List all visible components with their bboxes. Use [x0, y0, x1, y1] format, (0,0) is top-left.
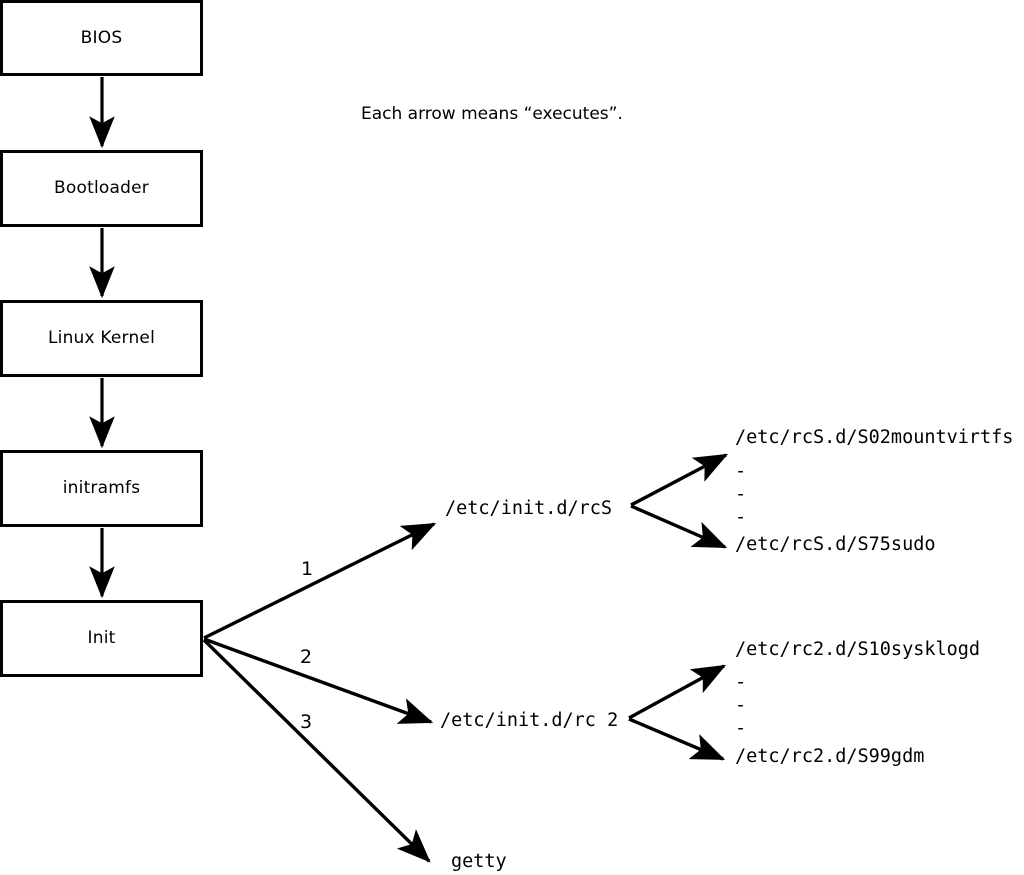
arrow-init-to-getty [202, 638, 431, 863]
ellipsis-dash-rc2-1: - [735, 672, 747, 693]
script-label-rc2-last[interactable]: /etc/rc2.d/S99gdm [735, 746, 925, 767]
process-box-bootloader[interactable]: Bootloader [0, 150, 203, 227]
process-box-init[interactable]: Init [0, 600, 203, 677]
script-label-rc2-first[interactable]: /etc/rc2.d/S10sysklogd [735, 639, 981, 660]
process-box-initramfs[interactable]: initramfs [0, 450, 203, 527]
script-label-rcS-last[interactable]: /etc/rcS.d/S75sudo [735, 534, 936, 555]
ellipsis-dash-rc2-3: - [735, 718, 747, 739]
process-box-label: initramfs [62, 478, 141, 498]
process-box-label: Init [87, 628, 116, 648]
arrow-rc2-to-first-script [628, 664, 727, 720]
script-label-init-rc2[interactable]: /etc/init.d/rc 2 [440, 710, 619, 731]
process-box-label: BIOS [80, 27, 123, 48]
arrow-rcS-to-first-script [630, 453, 729, 507]
ellipsis-dash-rcS-2: - [735, 484, 747, 505]
caption-note: Each arrow means “executes”. [361, 104, 623, 124]
arrow-init-to-rc2 [203, 637, 434, 724]
process-box-label: Linux Kernel [47, 328, 155, 348]
process-box-label: Bootloader [54, 178, 149, 198]
script-label-init-rcS[interactable]: /etc/init.d/rcS [445, 498, 613, 519]
ellipsis-dash-rc2-2: - [735, 695, 747, 716]
ellipsis-dash-rcS-3: - [735, 507, 747, 528]
arrow-rc2-to-last-script [628, 717, 726, 761]
script-label-getty[interactable]: getty [451, 851, 507, 872]
script-label-rcS-first[interactable]: /etc/rcS.d/S02mountvirtfs [735, 427, 1014, 448]
edge-label-branch-3: 3 [300, 711, 313, 733]
ellipsis-dash-rcS-1: - [735, 461, 747, 482]
arrow-init-to-rcS [203, 522, 437, 640]
arrow-rcS-to-last-script [630, 504, 728, 549]
edge-label-branch-1: 1 [301, 558, 314, 580]
process-box-linux-kernel[interactable]: Linux Kernel [0, 300, 203, 377]
process-box-bios[interactable]: BIOS [0, 0, 203, 76]
edge-label-branch-2: 2 [300, 646, 313, 668]
